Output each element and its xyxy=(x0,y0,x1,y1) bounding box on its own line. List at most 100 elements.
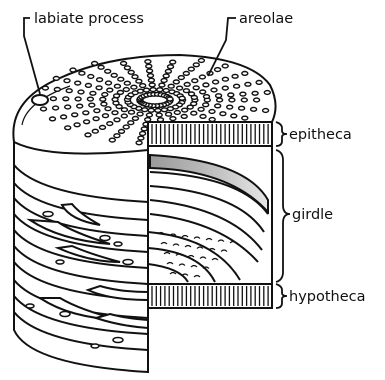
girdle-areola xyxy=(185,246,191,248)
areola xyxy=(181,115,187,119)
girdle-areola xyxy=(218,240,224,242)
areola xyxy=(136,79,142,83)
areola xyxy=(193,63,199,67)
areola xyxy=(229,98,235,102)
areola xyxy=(124,66,130,70)
areola xyxy=(222,64,228,68)
areola xyxy=(41,107,47,111)
girdle-areola xyxy=(161,243,167,245)
areola xyxy=(85,84,91,88)
areola xyxy=(163,74,169,78)
areola xyxy=(245,82,251,86)
areola xyxy=(129,110,135,114)
areola xyxy=(242,116,248,120)
areola xyxy=(128,121,134,125)
areola xyxy=(170,60,176,64)
areola xyxy=(228,93,234,97)
areola xyxy=(138,136,144,140)
areola xyxy=(167,107,173,111)
areola xyxy=(132,117,138,121)
areola xyxy=(136,141,142,145)
areola xyxy=(203,103,209,107)
areola xyxy=(117,91,123,95)
areola xyxy=(121,108,127,112)
areola xyxy=(167,97,173,101)
girdle-areola xyxy=(173,244,179,246)
areola xyxy=(188,67,194,71)
areola xyxy=(192,79,198,83)
areola xyxy=(264,91,270,95)
areola xyxy=(231,114,237,118)
areola xyxy=(200,115,206,119)
areola xyxy=(159,83,165,87)
areola xyxy=(222,77,228,81)
areola xyxy=(79,71,85,75)
areola xyxy=(103,114,109,118)
girdle-areola xyxy=(191,266,197,268)
areola xyxy=(161,108,167,112)
areola xyxy=(137,89,143,93)
areola xyxy=(204,95,210,99)
areola xyxy=(174,111,180,115)
areola xyxy=(114,134,120,138)
girdle-areola xyxy=(182,236,188,238)
girdle-areola xyxy=(200,257,206,259)
areola xyxy=(119,130,125,134)
areola xyxy=(165,69,171,73)
areola xyxy=(102,93,108,97)
areola xyxy=(193,86,199,90)
areola xyxy=(141,127,147,131)
areola xyxy=(94,109,100,113)
areola xyxy=(65,105,71,109)
girdle-areola xyxy=(197,247,203,249)
areola xyxy=(178,76,184,80)
areola xyxy=(199,75,205,79)
label-girdle: girdle xyxy=(292,207,333,223)
areola xyxy=(216,94,222,98)
areola xyxy=(170,117,176,121)
areola xyxy=(78,90,84,94)
areola xyxy=(146,113,152,117)
areola xyxy=(64,79,70,83)
areola xyxy=(147,69,153,73)
areola xyxy=(53,106,59,110)
areola xyxy=(65,126,71,130)
areola xyxy=(209,110,215,114)
areola xyxy=(256,81,262,85)
girdle-areola xyxy=(164,253,170,255)
areola xyxy=(179,96,185,100)
areola xyxy=(240,92,246,96)
areola xyxy=(200,90,206,94)
girdle-areola xyxy=(209,249,215,251)
areola xyxy=(232,74,238,78)
areola xyxy=(121,114,127,118)
areola xyxy=(128,70,134,74)
girdle-areola xyxy=(170,273,176,275)
areola xyxy=(111,73,117,77)
areola xyxy=(157,88,163,92)
areola xyxy=(234,84,240,88)
areola xyxy=(215,104,221,108)
girdle-areola xyxy=(194,276,200,278)
areola xyxy=(168,65,174,69)
areola xyxy=(112,111,118,115)
areola xyxy=(74,123,80,127)
areola xyxy=(75,81,81,85)
areola xyxy=(63,97,69,101)
areola xyxy=(254,98,260,102)
areola xyxy=(140,132,146,136)
label-hypotheca: hypotheca xyxy=(289,289,366,305)
areola xyxy=(148,78,154,82)
areola xyxy=(106,81,112,85)
areola xyxy=(109,138,115,142)
areola xyxy=(149,83,155,87)
areola xyxy=(183,72,189,76)
areola xyxy=(93,117,99,121)
areola xyxy=(88,75,94,79)
areola xyxy=(263,109,269,113)
areola xyxy=(114,118,120,122)
areola xyxy=(144,88,150,92)
areola xyxy=(217,98,223,102)
areola xyxy=(166,112,172,116)
areola xyxy=(227,105,233,109)
